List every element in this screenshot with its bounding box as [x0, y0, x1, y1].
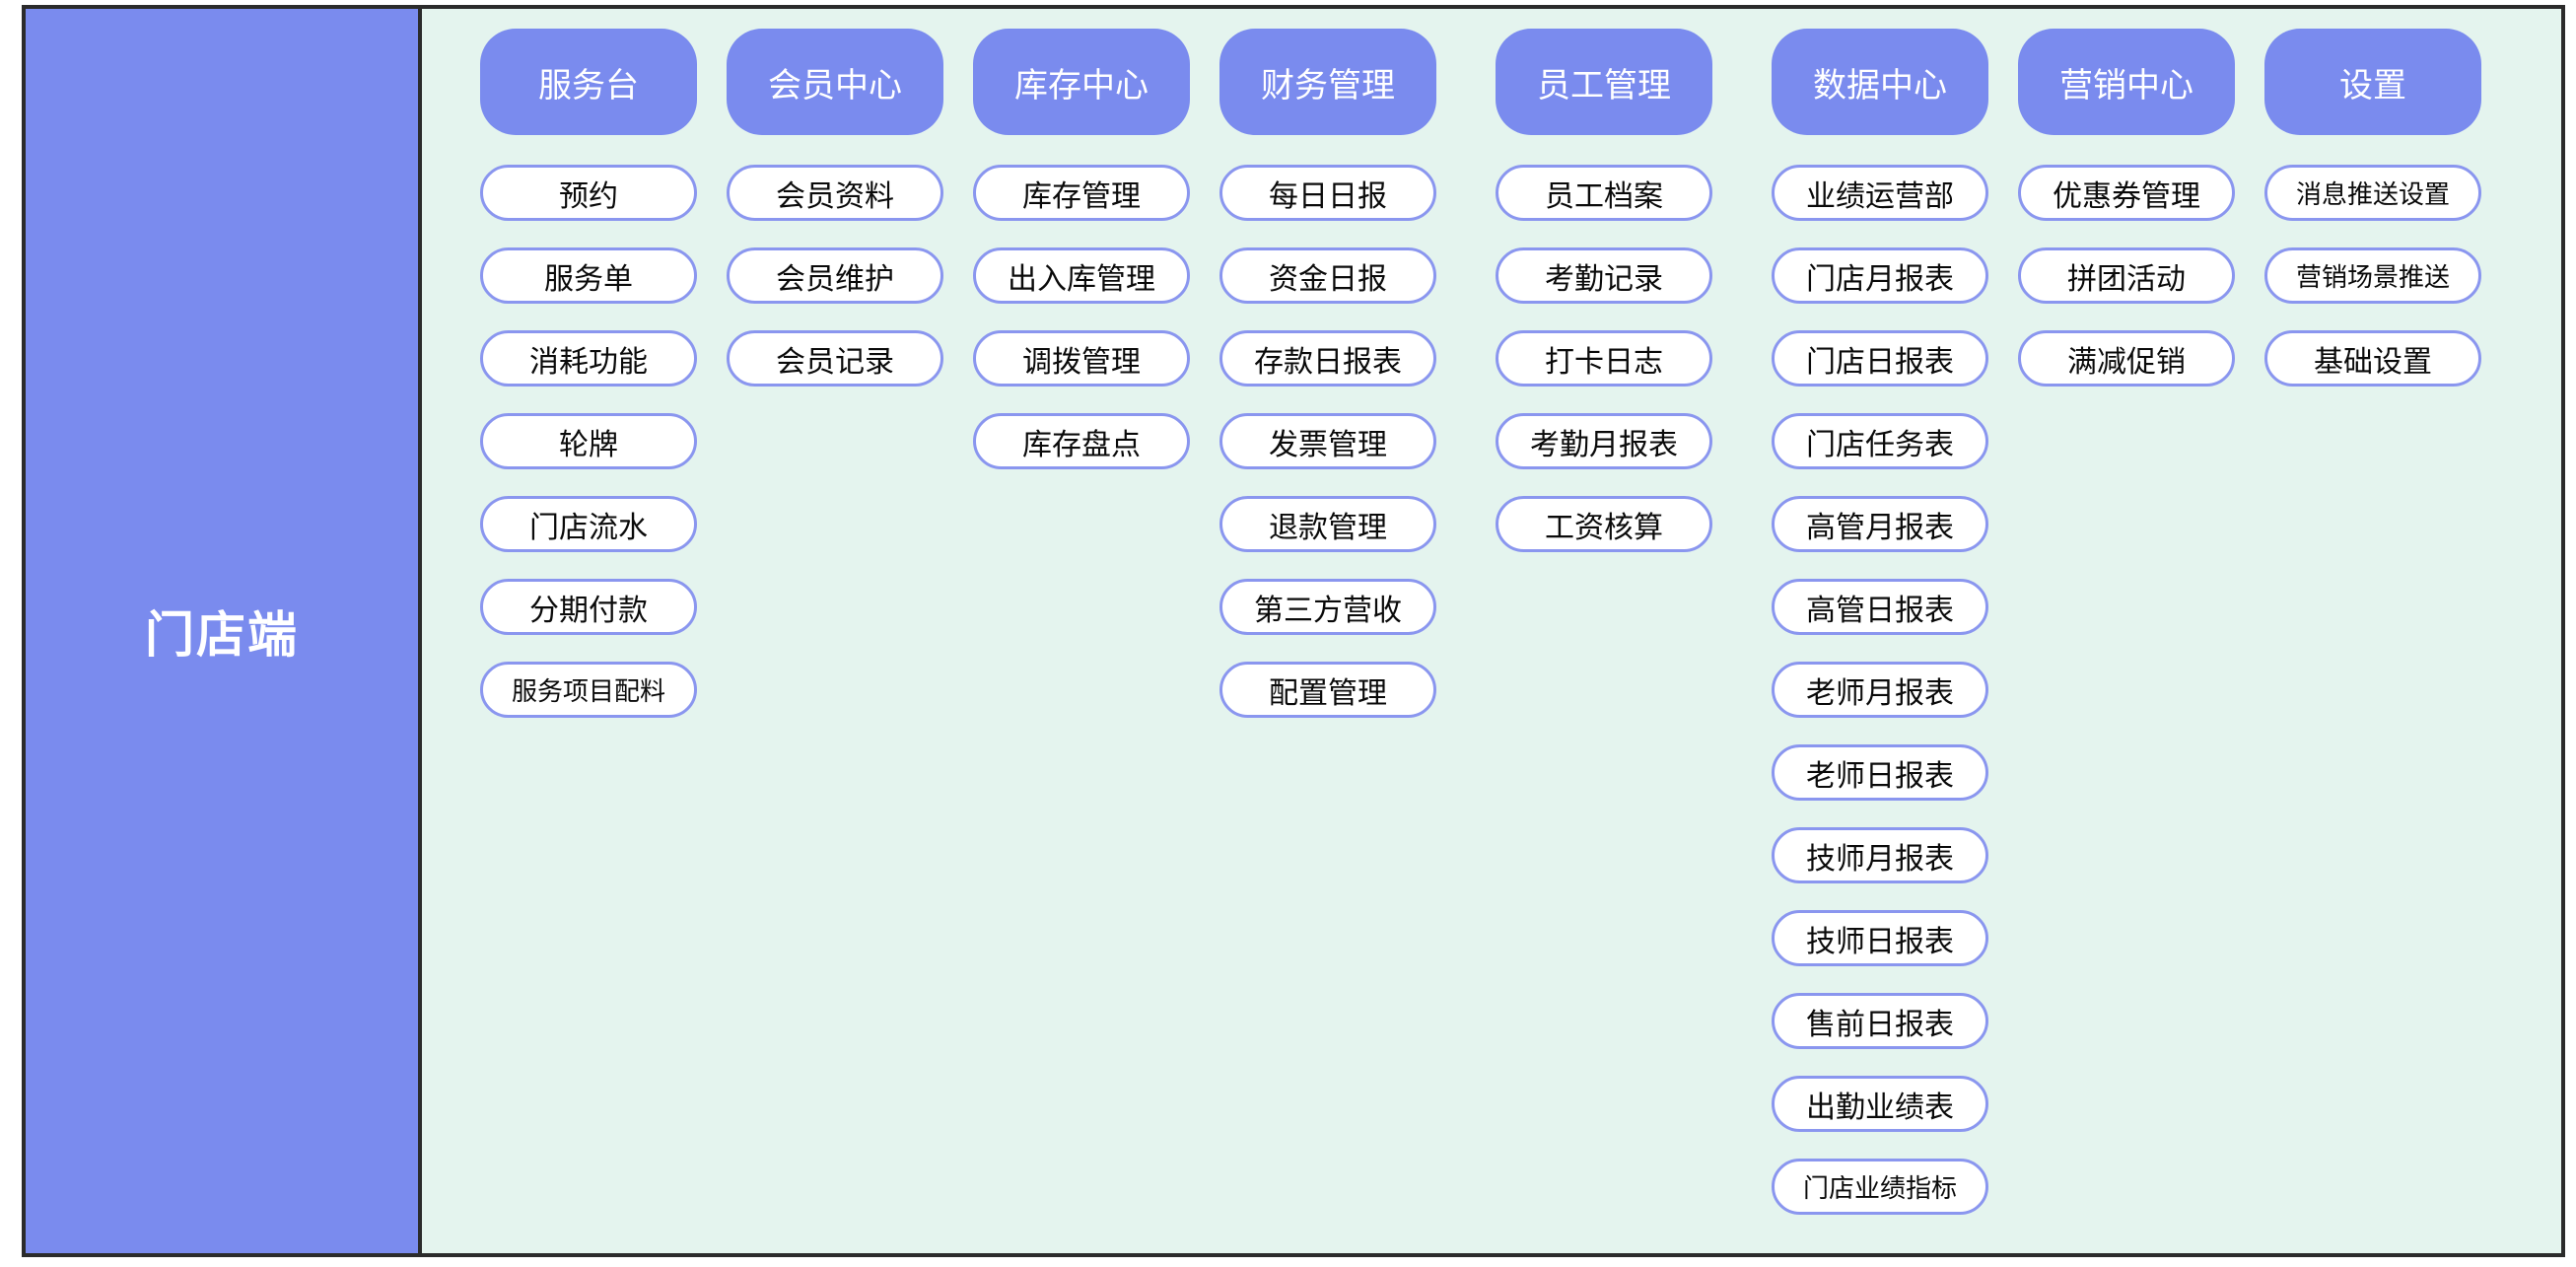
feature-pill: 门店月报表: [1772, 247, 1988, 304]
feature-pill: 配置管理: [1219, 662, 1436, 718]
feature-pill: 发票管理: [1219, 413, 1436, 469]
feature-pill: 老师日报表: [1772, 744, 1988, 801]
column-header-node: 设置: [2264, 29, 2481, 135]
feature-pill: 考勤月报表: [1496, 413, 1712, 469]
feature-pill: 服务项目配料: [480, 662, 697, 718]
column-items: 预约服务单消耗功能轮牌门店流水分期付款服务项目配料: [480, 165, 697, 744]
feature-pill: 拼团活动: [2018, 247, 2235, 304]
column-header-node: 员工管理: [1496, 29, 1712, 135]
column-8: 设置 消息推送设置营销场景推送基础设置: [2264, 29, 2481, 1241]
column-7: 营销中心 优惠券管理拼团活动满减促销: [2018, 29, 2235, 1241]
column-items: 优惠券管理拼团活动满减促销: [2018, 165, 2235, 413]
feature-pill: 高管月报表: [1772, 496, 1988, 552]
column-items: 库存管理出入库管理调拨管理库存盘点: [973, 165, 1190, 496]
feature-pill: 存款日报表: [1219, 330, 1436, 387]
feature-pill: 营销场景推送: [2264, 247, 2481, 304]
column-header-node: 财务管理: [1219, 29, 1436, 135]
diagram-frame: 门店端 服务台 预约服务单消耗功能轮牌门店流水分期付款服务项目配料 会员中心 会…: [22, 5, 2565, 1257]
feature-pill: 消息推送设置: [2264, 165, 2481, 221]
feature-pill: 门店业绩指标: [1772, 1159, 1988, 1215]
column-items: 业绩运营部门店月报表门店日报表门店任务表高管月报表高管日报表老师月报表老师日报表…: [1772, 165, 1988, 1241]
feature-pill: 门店流水: [480, 496, 697, 552]
feature-pill: 分期付款: [480, 579, 697, 635]
feature-pill: 员工档案: [1496, 165, 1712, 221]
feature-pill: 技师日报表: [1772, 910, 1988, 966]
column-4: 财务管理 每日日报资金日报存款日报表发票管理退款管理第三方营收配置管理: [1219, 29, 1436, 1241]
column-items: 每日日报资金日报存款日报表发票管理退款管理第三方营收配置管理: [1219, 165, 1436, 744]
feature-pill: 会员维护: [727, 247, 943, 304]
store-terminal-panel: 门店端: [26, 9, 422, 1253]
diagram-title: 门店端: [145, 607, 299, 663]
feature-pill: 库存管理: [973, 165, 1190, 221]
column-5: 员工管理 员工档案考勤记录打卡日志考勤月报表工资核算: [1496, 29, 1712, 1241]
feature-pill: 满减促销: [2018, 330, 2235, 387]
feature-pill: 高管日报表: [1772, 579, 1988, 635]
diagram-canvas: 服务台 预约服务单消耗功能轮牌门店流水分期付款服务项目配料 会员中心 会员资料会…: [422, 9, 2561, 1253]
column-header-node: 库存中心: [973, 29, 1190, 135]
feature-pill: 服务单: [480, 247, 697, 304]
feature-pill: 考勤记录: [1496, 247, 1712, 304]
feature-pill: 会员资料: [727, 165, 943, 221]
feature-pill: 消耗功能: [480, 330, 697, 387]
feature-pill: 库存盘点: [973, 413, 1190, 469]
feature-pill: 工资核算: [1496, 496, 1712, 552]
feature-pill: 售前日报表: [1772, 993, 1988, 1049]
feature-pill: 门店日报表: [1772, 330, 1988, 387]
column-2: 会员中心 会员资料会员维护会员记录: [727, 29, 943, 1241]
feature-pill: 出入库管理: [973, 247, 1190, 304]
column-3: 库存中心 库存管理出入库管理调拨管理库存盘点: [973, 29, 1190, 1241]
feature-pill: 优惠券管理: [2018, 165, 2235, 221]
column-header-node: 数据中心: [1772, 29, 1988, 135]
column-items: 消息推送设置营销场景推送基础设置: [2264, 165, 2481, 413]
feature-pill: 出勤业绩表: [1772, 1076, 1988, 1132]
feature-pill: 打卡日志: [1496, 330, 1712, 387]
column-6: 数据中心 业绩运营部门店月报表门店日报表门店任务表高管月报表高管日报表老师月报表…: [1772, 29, 1988, 1241]
column-header-node: 营销中心: [2018, 29, 2235, 135]
feature-pill: 技师月报表: [1772, 827, 1988, 883]
feature-pill: 轮牌: [480, 413, 697, 469]
column-items: 会员资料会员维护会员记录: [727, 165, 943, 413]
feature-pill: 基础设置: [2264, 330, 2481, 387]
column-header-node: 服务台: [480, 29, 697, 135]
column-items: 员工档案考勤记录打卡日志考勤月报表工资核算: [1496, 165, 1712, 579]
feature-pill: 每日日报: [1219, 165, 1436, 221]
column-header-node: 会员中心: [727, 29, 943, 135]
feature-pill: 会员记录: [727, 330, 943, 387]
feature-pill: 老师月报表: [1772, 662, 1988, 718]
columns-row: 服务台 预约服务单消耗功能轮牌门店流水分期付款服务项目配料 会员中心 会员资料会…: [480, 29, 2561, 1241]
feature-pill: 门店任务表: [1772, 413, 1988, 469]
feature-pill: 第三方营收: [1219, 579, 1436, 635]
feature-pill: 调拨管理: [973, 330, 1190, 387]
feature-pill: 预约: [480, 165, 697, 221]
feature-pill: 资金日报: [1219, 247, 1436, 304]
column-1: 服务台 预约服务单消耗功能轮牌门店流水分期付款服务项目配料: [480, 29, 697, 1241]
feature-pill: 退款管理: [1219, 496, 1436, 552]
feature-pill: 业绩运营部: [1772, 165, 1988, 221]
